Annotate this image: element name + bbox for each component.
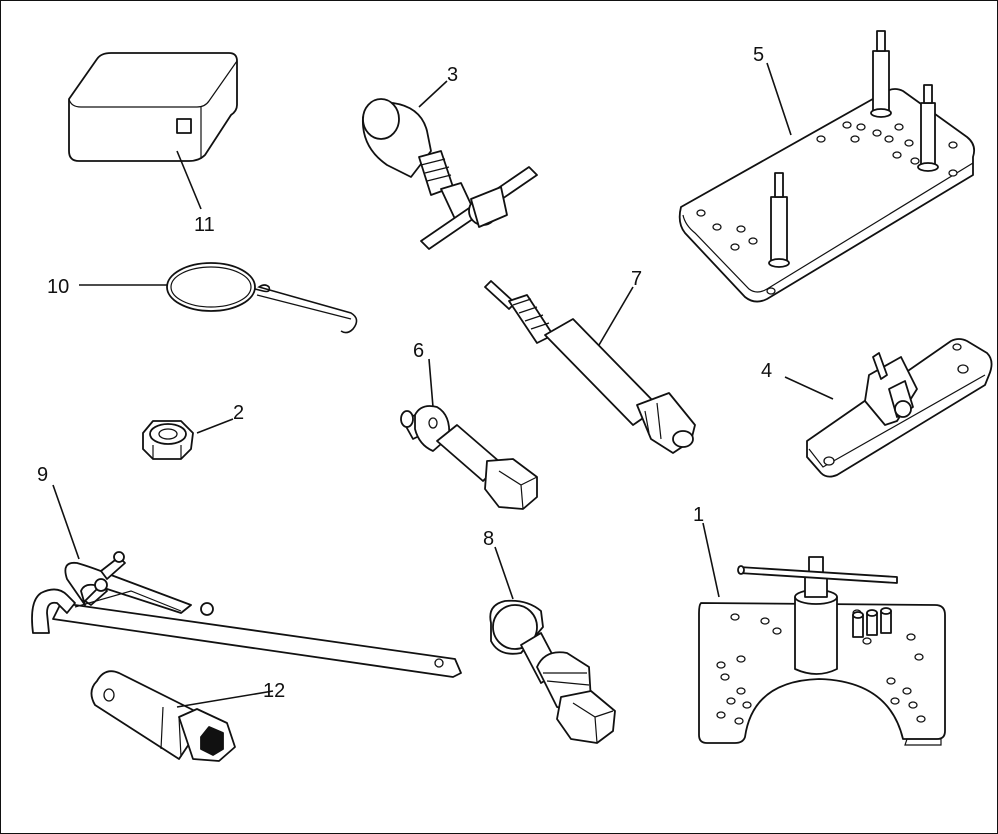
tool-7-puller-screw xyxy=(484,280,696,454)
callout-1: 1 xyxy=(693,504,704,526)
tool-1-press-plate xyxy=(698,556,946,746)
callout-7: 7 xyxy=(631,268,642,290)
tool-10-ring-hook xyxy=(166,262,358,334)
tool-8-adaptor-bolt xyxy=(489,599,616,744)
callout-5: 5 xyxy=(753,44,764,66)
tool-2-nut xyxy=(142,420,194,460)
tool-3-t-puller xyxy=(362,98,538,250)
callout-6: 6 xyxy=(413,340,424,362)
tool-4-clamp-bracket xyxy=(806,338,993,478)
callout-8: 8 xyxy=(483,528,494,550)
callout-9: 9 xyxy=(37,464,48,486)
tool-6-pin-bolt xyxy=(400,405,538,510)
callout-4: 4 xyxy=(761,360,772,382)
callout-10: 10 xyxy=(47,276,69,298)
tool-11-case xyxy=(68,52,238,162)
callout-11: 11 xyxy=(194,214,215,236)
callout-3: 3 xyxy=(447,64,458,86)
tool-12-box-spanner xyxy=(90,670,236,762)
tool-9-wrench xyxy=(31,551,462,678)
callout-12: 12 xyxy=(263,680,285,702)
tool-5-base-plate xyxy=(678,30,976,303)
callout-2: 2 xyxy=(233,402,244,424)
